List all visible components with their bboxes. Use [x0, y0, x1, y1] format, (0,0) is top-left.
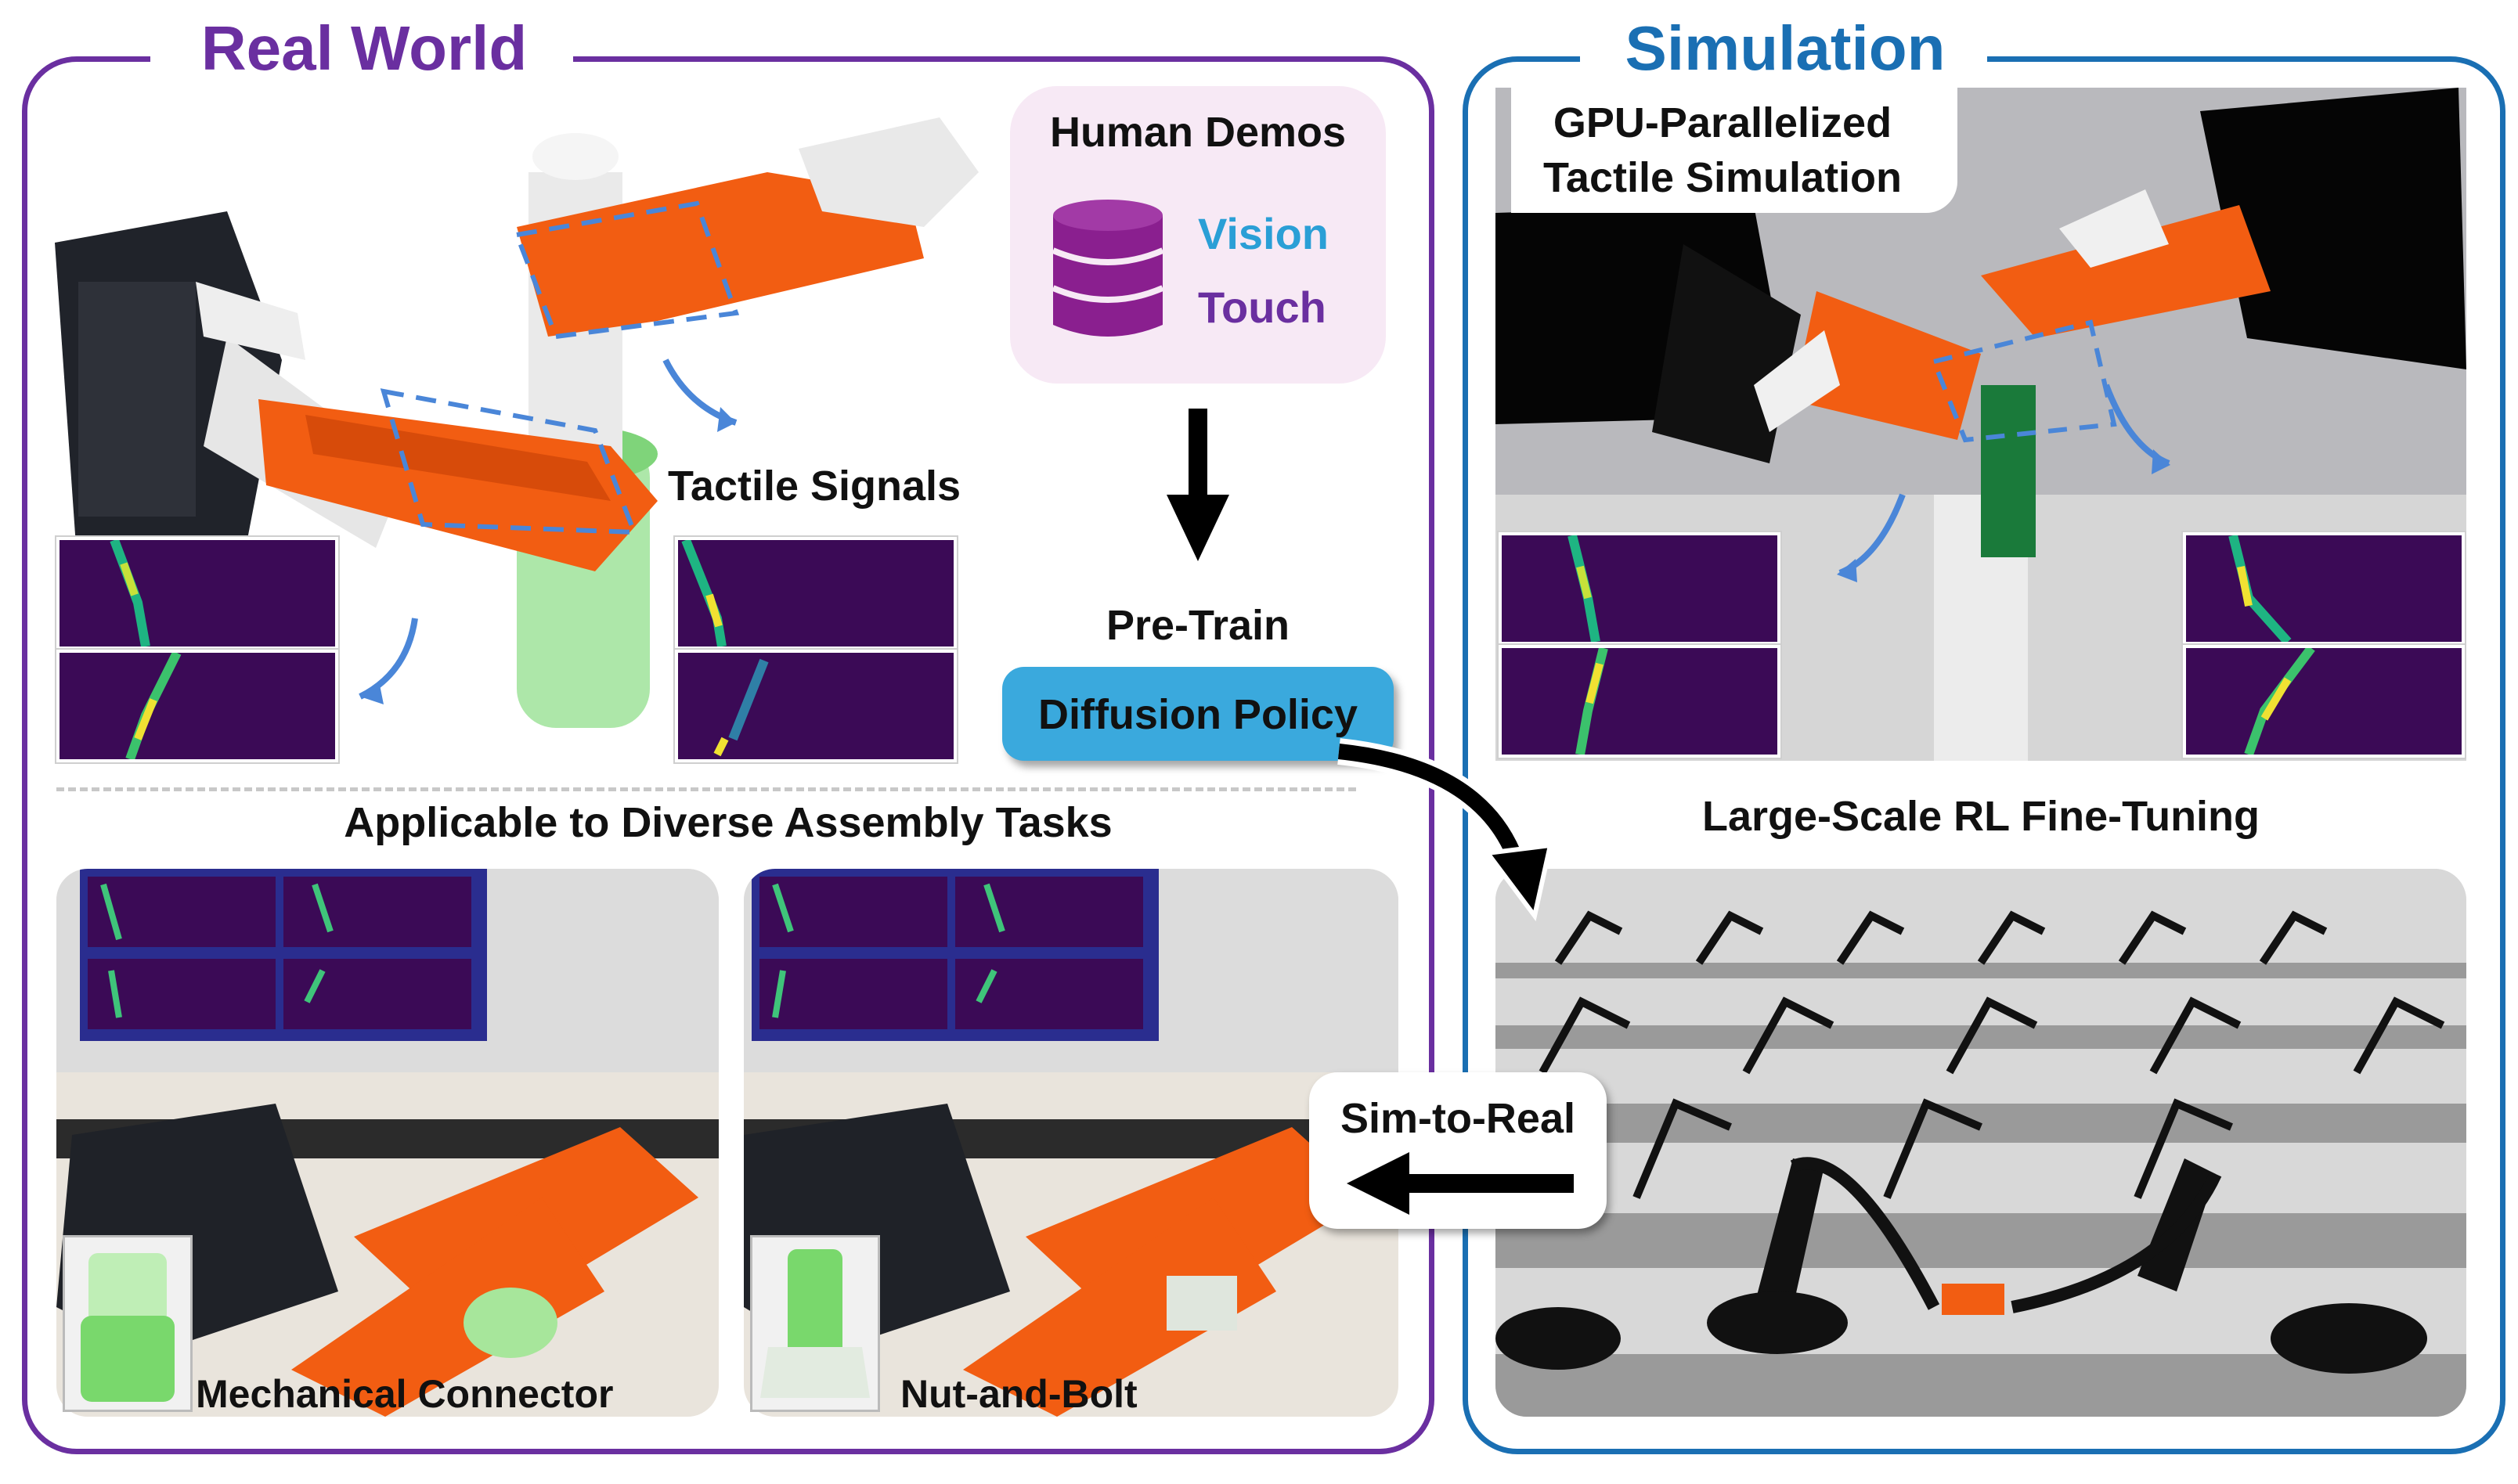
tactile-heatmap-real-1 — [56, 537, 338, 650]
tactile-heatmap-real-4 — [675, 650, 957, 762]
sim-to-real-label: Sim-to-Real — [1340, 1095, 1576, 1142]
human-demos-title: Human Demos — [1049, 109, 1347, 156]
tactile-signals-label: Tactile Signals — [667, 463, 961, 510]
gpu-label-line1: GPU-Parallelized — [1553, 99, 1892, 146]
simulation-title-bg — [1580, 16, 1987, 102]
pre-train-label: Pre-Train — [1106, 602, 1290, 649]
real-world-title-bg — [150, 16, 573, 102]
task-photo-nut-and-bolt — [744, 869, 1398, 1417]
down-arrow-icon — [1167, 409, 1229, 565]
real-world-title: Real World — [200, 13, 528, 83]
touch-label: Touch — [1198, 283, 1326, 332]
diffusion-policy-box — [1002, 667, 1394, 761]
real-robot-photo — [47, 78, 987, 767]
mechanical-connector-inset — [63, 1235, 193, 1412]
gpu-label-bg — [1511, 88, 1957, 213]
tactile-heatmap-real-3 — [675, 537, 957, 650]
sim-to-real-box — [1309, 1072, 1607, 1229]
tactile-heatmap-real-2 — [56, 650, 338, 762]
tactile-heatmap-sim-3 — [2183, 532, 2465, 645]
nut-and-bolt-label: Nut-and-Bolt — [900, 1372, 1138, 1416]
mechanical-connector-label: Mechanical Connector — [196, 1372, 614, 1416]
tactile-heatmap-sim-2 — [1499, 645, 1780, 758]
applicable-label: Applicable to Diverse Assembly Tasks — [344, 799, 1113, 846]
divider — [56, 787, 1356, 791]
gpu-label-line2: Tactile Simulation — [1542, 154, 1903, 201]
vision-label: Vision — [1198, 209, 1329, 258]
diffusion-policy-label: Diffusion Policy — [1037, 691, 1358, 738]
nut-and-bolt-inset — [750, 1235, 880, 1412]
tactile-heatmap-sim-1 — [1499, 532, 1780, 645]
real-world-panel — [22, 56, 1434, 1454]
rl-finetune-render — [1495, 869, 2466, 1417]
database-icon — [1049, 196, 1167, 344]
left-arrow-icon — [1347, 1152, 1582, 1215]
rl-finetune-label: Large-Scale RL Fine-Tuning — [1701, 793, 2260, 840]
tactile-heatmap-sim-4 — [2183, 645, 2465, 758]
simulation-title: Simulation — [1625, 13, 1946, 83]
curved-arrow-icon — [1331, 720, 1582, 924]
